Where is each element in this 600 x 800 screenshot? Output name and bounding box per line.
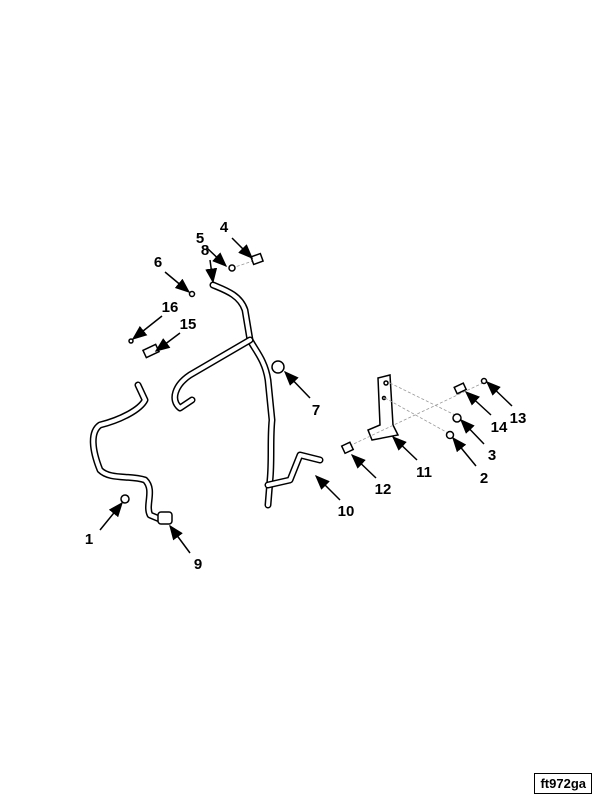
callout-number: 4 — [220, 219, 229, 236]
callout-arrow — [283, 370, 311, 399]
callout-arrow — [464, 390, 492, 416]
callout-7: 7 — [283, 370, 320, 419]
callout-5: 5 — [196, 230, 228, 268]
callout-arrow — [99, 501, 123, 531]
callout-arrow — [314, 474, 341, 501]
figure-id-label: ft972ga — [534, 773, 592, 794]
callout-13: 13 — [485, 380, 527, 427]
callout-14: 14 — [464, 390, 508, 436]
callout-arrow — [169, 524, 191, 554]
callout-arrow — [206, 247, 228, 268]
callout-number: 2 — [480, 470, 488, 487]
harness-main — [171, 281, 324, 509]
callout-number: 11 — [416, 464, 432, 481]
callout-number: 12 — [375, 481, 392, 498]
callout-arrow — [131, 315, 163, 340]
callout-3: 3 — [459, 418, 496, 464]
callout-number: 15 — [180, 316, 197, 333]
callout-number: 8 — [201, 242, 209, 259]
callout-number: 1 — [85, 531, 93, 548]
callout-arrow — [459, 418, 485, 445]
callout-arrow — [231, 237, 254, 260]
harness-left — [89, 381, 166, 524]
callout-arrow — [164, 271, 191, 293]
callout-arrow — [391, 435, 418, 461]
callout-arrow — [350, 453, 377, 479]
callout-15: 15 — [154, 316, 197, 352]
callout-arrow — [154, 332, 181, 352]
callout-arrow — [485, 380, 513, 407]
callout-16: 16 — [131, 299, 179, 340]
callout-8: 8 — [201, 242, 218, 284]
callout-number: 7 — [312, 402, 320, 419]
callout-1: 1 — [85, 501, 123, 548]
callout-6: 6 — [154, 254, 191, 293]
callout-number: 5 — [196, 230, 204, 247]
callout-number: 16 — [162, 299, 179, 316]
callout-number: 3 — [488, 447, 496, 464]
callout-4: 4 — [220, 219, 254, 260]
callout-11: 11 — [391, 435, 432, 481]
callout-number: 13 — [510, 410, 527, 427]
callout-10: 10 — [314, 474, 355, 520]
hardware — [120, 252, 488, 525]
callout-number: 10 — [338, 503, 355, 520]
callout-arrow — [452, 436, 477, 467]
callout-number: 14 — [491, 419, 508, 436]
callout-2: 2 — [452, 436, 488, 487]
callout-9: 9 — [169, 524, 202, 573]
callout-number: 6 — [154, 254, 162, 271]
callout-12: 12 — [350, 453, 392, 498]
callout-arrow — [205, 259, 218, 284]
callout-number: 9 — [194, 556, 202, 573]
